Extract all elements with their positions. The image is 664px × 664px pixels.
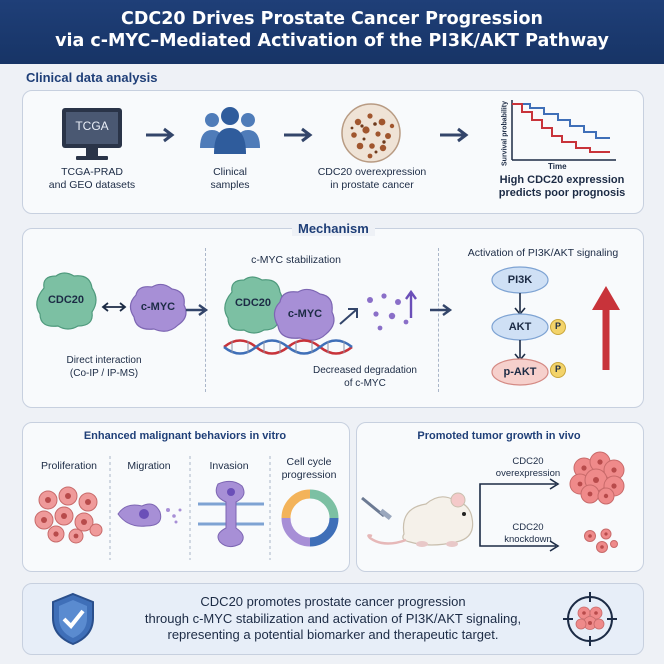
clinical-section-label: Clinical data analysis (26, 70, 158, 85)
migration-cell-icon (117, 503, 182, 527)
knockdown-label: CDC20 knockdown (504, 522, 552, 545)
step-datasets: TCGA-PRAD and GEO datasets (48, 166, 136, 191)
p-akt-label: p-AKT (503, 366, 537, 378)
title-line-2: via c-MYC–Mediated Activation of the PI3… (55, 31, 609, 51)
divider (438, 248, 439, 392)
cdc20-protein-blob (36, 272, 97, 330)
arrow-right-icon (284, 127, 313, 143)
divider-lines (109, 456, 271, 560)
monitor-icon (62, 108, 122, 160)
km-x-axis-label: Time (548, 162, 567, 171)
conclusion-banner: CDC20 promotes prostate cancer progressi… (22, 583, 644, 655)
monitor-label: TCGA (75, 119, 109, 133)
pathway-title: Activation of PI3K/AKT signaling (467, 247, 619, 259)
p-badge: P (554, 364, 561, 374)
degradation-fragments-icon (367, 293, 409, 331)
akt-label: AKT (508, 321, 532, 333)
arrow-right-icon (440, 127, 469, 143)
overexpression-label: CDC20 overexpression (495, 456, 561, 479)
invasion-membrane-icon (198, 480, 264, 548)
divider (205, 248, 206, 392)
arrow-right-icon (186, 304, 209, 316)
pi3k-label: PI3K (507, 274, 533, 286)
people-icon (200, 107, 260, 154)
dna-helix-icon (223, 339, 353, 355)
mouse-icon (361, 492, 474, 547)
cmyc-protein-blob (129, 283, 187, 332)
p-badge: P (554, 321, 561, 331)
cell-cycle-label: Cell cycle progression (281, 456, 337, 481)
km-y-axis-label: Survival probability (501, 101, 509, 166)
invitro-title: Enhanced malignant behaviors in vitro (83, 430, 287, 442)
decreased-degradation-caption: Decreased degradation of c-MYC (313, 365, 417, 389)
arrow-up-right-icon (339, 308, 358, 325)
step-clinical-samples: Clinical samples (210, 166, 250, 191)
branch-arrows (479, 478, 560, 552)
large-tumor-icon (569, 451, 625, 505)
cell-cycle-icon (281, 489, 339, 547)
mechanism-section-label: Mechanism (292, 221, 375, 236)
conclusion-text: CDC20 promotes prostate cancer progressi… (144, 594, 522, 642)
invivo-title: Promoted tumor growth in vivo (417, 430, 581, 442)
target-cells-icon (563, 592, 617, 646)
cmyc-label: c-MYC (140, 301, 176, 313)
survival-curve-chart (511, 100, 616, 161)
proliferation-cells-icon (34, 486, 103, 544)
pathway-diagram (491, 266, 620, 386)
arrow-right-icon (146, 127, 175, 143)
cmyc-protein-blob (273, 288, 335, 341)
double-arrow-icon (101, 302, 127, 312)
proliferation-label: Proliferation (40, 460, 98, 472)
direct-interaction-caption: Direct interaction (Co-IP / IP-MS) (66, 355, 142, 379)
tissue-ihc-icon (341, 103, 401, 163)
title-banner: CDC20 Drives Prostate Cancer Progression… (0, 0, 664, 64)
clinical-panel (22, 90, 644, 214)
cdc20-label: CDC20 (47, 294, 85, 306)
step-overexpression: CDC20 overexpression in prostate cancer (317, 166, 427, 191)
step-prognosis: High CDC20 expression predicts poor prog… (498, 174, 626, 199)
arrow-up-icon (405, 289, 417, 318)
small-tumor-icon (584, 528, 618, 553)
shield-check-icon (52, 592, 94, 646)
cdc20-label-2: CDC20 (234, 297, 272, 309)
stabilization-title: c-MYC stabilization (251, 254, 341, 266)
migration-label: Migration (127, 460, 171, 472)
cmyc-label-2: c-MYC (287, 308, 323, 320)
arrow-right-icon (430, 304, 453, 316)
invasion-label: Invasion (209, 460, 249, 472)
title-line-1: CDC20 Drives Prostate Cancer Progression (121, 9, 543, 29)
